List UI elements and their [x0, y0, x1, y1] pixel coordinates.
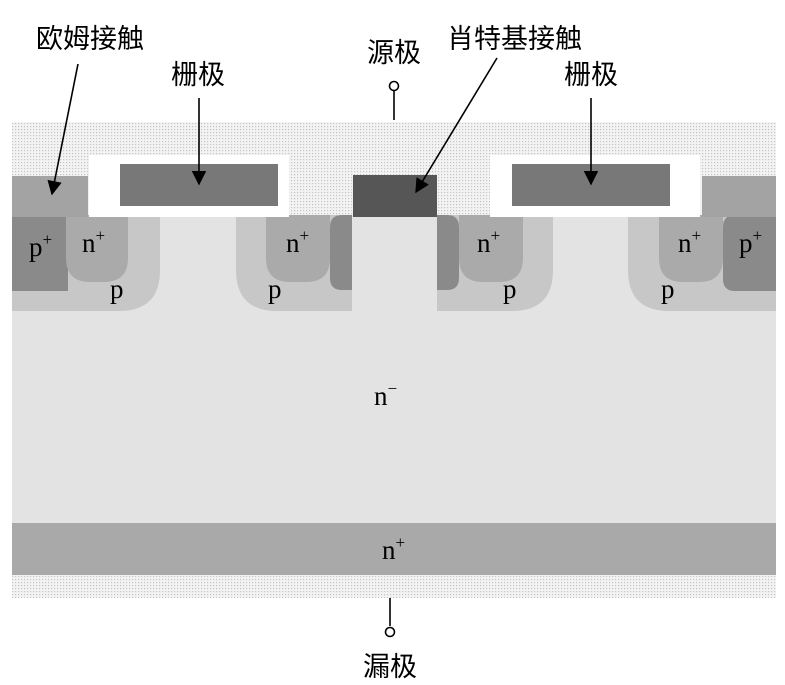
- ohmic-contact-label: 欧姆接触: [36, 24, 144, 55]
- p-body-label-2: p: [268, 274, 282, 304]
- gate-right-label: 栅极: [564, 60, 618, 91]
- ohmic-contact-right: [702, 176, 776, 217]
- source-terminal-icon: [388, 80, 400, 92]
- p-plus-right-label: p+: [739, 226, 762, 258]
- p-body-label-3: p: [503, 274, 517, 304]
- p-plus-center-right: [437, 215, 459, 290]
- p-plus-right: [723, 215, 776, 291]
- ohmic-contact-left: [12, 176, 88, 217]
- drain-terminal-icon: [384, 626, 396, 638]
- source-label: 源极: [367, 38, 421, 69]
- n-plus-label-1: n+: [82, 226, 105, 258]
- bottom-metal-layer: [12, 574, 776, 598]
- n-plus-label-2: n+: [286, 226, 309, 258]
- n-minus-label: n−: [374, 379, 397, 411]
- gate-left-label: 栅极: [171, 60, 225, 91]
- schottky-contact-metal: [353, 175, 437, 217]
- p-plus-left: [12, 215, 68, 291]
- p-body-label-4: p: [661, 274, 675, 304]
- n-plus-substrate-label: n+: [382, 533, 405, 565]
- p-plus-left-label: p+: [29, 230, 52, 262]
- schottky-contact-arrow: [415, 57, 498, 194]
- n-plus-source-1: [66, 215, 128, 282]
- n-plus-source-3: [459, 215, 523, 282]
- p-plus-center-left: [330, 215, 352, 290]
- n-plus-source-2: [266, 215, 330, 282]
- n-plus-source-4: [659, 215, 723, 282]
- ohmic-contact-arrow: [47, 63, 79, 196]
- drain-label: 漏极: [363, 652, 417, 683]
- n-plus-label-4: n+: [678, 226, 701, 258]
- n-plus-label-3: n+: [477, 226, 500, 258]
- schottky-contact-label: 肖特基接触: [447, 24, 582, 55]
- p-body-label-1: p: [110, 274, 124, 304]
- n-plus-substrate: [12, 523, 776, 575]
